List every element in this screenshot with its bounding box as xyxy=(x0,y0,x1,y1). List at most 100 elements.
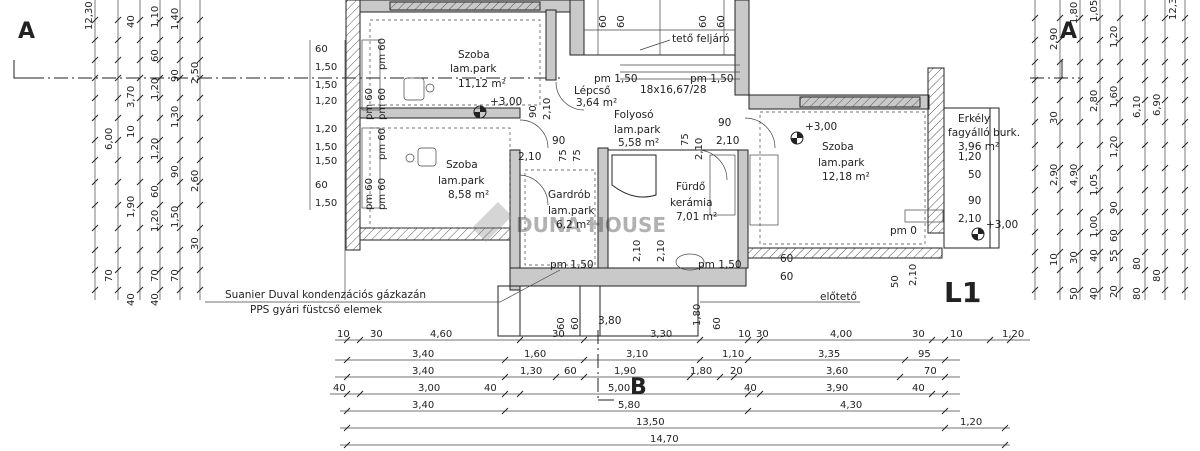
right-vdim-19: 40 xyxy=(1089,249,1100,262)
left-vdim-13: 10 xyxy=(126,125,137,138)
dimension-tick xyxy=(1161,164,1169,172)
left-vdim-20: 30 xyxy=(190,237,201,250)
dimension-tick xyxy=(1056,208,1064,216)
left-vdim-14: 1,30 xyxy=(170,106,181,128)
dimension-tick xyxy=(156,94,164,102)
right-vdim-1: 12,30 xyxy=(1168,0,1179,20)
dimension-tick xyxy=(1116,186,1124,194)
dimension-tick xyxy=(1161,266,1169,274)
dimension-tick xyxy=(1031,208,1039,216)
dimension-tick xyxy=(343,407,351,415)
dimension-tick xyxy=(1056,58,1064,66)
dimension-tick xyxy=(1031,14,1039,22)
room-corridor: Folyosó lam.park 5,58 m² xyxy=(614,109,661,149)
dimension-tick xyxy=(196,16,204,24)
right-vdim-3: 1,05 xyxy=(1089,0,1100,22)
dimension-tick xyxy=(1161,228,1169,236)
left-vdim-5: 2,60 xyxy=(190,170,201,192)
dimension-tick xyxy=(1031,248,1039,256)
room-name: Szoba xyxy=(458,49,490,61)
interior-dim: 2,10 xyxy=(716,135,739,147)
svg-text:4,00: 4,00 xyxy=(830,329,852,340)
interior-dim: 50 xyxy=(968,169,981,181)
dimension-tick xyxy=(196,178,204,186)
dimension-tick xyxy=(1116,266,1124,274)
right-vdim-17: 60 xyxy=(1109,229,1120,242)
dimension-tick xyxy=(1076,96,1084,104)
dimension-tick xyxy=(1076,14,1084,22)
dimension-tick xyxy=(176,74,184,82)
right-vdim-9: 6,10 xyxy=(1132,96,1143,118)
right-vdim-24: 80 xyxy=(1132,287,1143,300)
dimension-tick xyxy=(1116,96,1124,104)
svg-text:1,10: 1,10 xyxy=(722,349,744,360)
pm-label-11: pm 60 xyxy=(364,88,375,120)
dimension-tick xyxy=(114,114,122,122)
dimension-tick xyxy=(114,94,122,102)
dimension-tick xyxy=(516,390,524,398)
dimension-tick xyxy=(1181,248,1189,256)
interior-dim: 90 xyxy=(718,117,731,129)
interior-dim: 90 xyxy=(968,195,981,207)
dimension-tick xyxy=(196,224,204,232)
dimension-tick xyxy=(986,336,994,344)
dimension-tick xyxy=(1116,14,1124,22)
dimension-tick xyxy=(1031,58,1039,66)
dimension-tick xyxy=(1116,36,1124,44)
level-marker-icon xyxy=(971,227,985,241)
svg-text:1,80: 1,80 xyxy=(690,366,712,377)
dimension-tick xyxy=(1141,266,1149,274)
pm-label-9: pm 60 xyxy=(377,128,388,160)
dimension-tick xyxy=(1096,286,1104,294)
dimension-tick xyxy=(114,16,122,24)
dimension-tick xyxy=(941,407,949,415)
dimension-tick xyxy=(156,246,164,254)
bottom-dim-row-5: 3,40 5,80 4,30 xyxy=(412,400,862,411)
svg-text:10: 10 xyxy=(738,329,751,340)
dimension-tick xyxy=(91,224,99,232)
dimension-tick xyxy=(1076,248,1084,256)
dimension-tick xyxy=(1181,164,1189,172)
dimension-tick xyxy=(176,246,184,254)
right-vdim-27: 80 xyxy=(1132,257,1143,270)
dimension-tick xyxy=(1141,164,1149,172)
interior-dim: 60 xyxy=(570,317,581,330)
dimension-tick xyxy=(1056,14,1064,22)
room-bedroom-2: Szoba lam.park 8,58 m² xyxy=(438,159,489,201)
dimension-tick xyxy=(928,390,936,398)
dimension-tick xyxy=(176,56,184,64)
dimension-tick xyxy=(501,373,509,381)
dimension-tick xyxy=(343,424,351,432)
dimension-tick xyxy=(343,441,351,449)
interior-dim: 60 xyxy=(556,317,567,330)
dimension-tick xyxy=(196,286,204,294)
dimension-tick xyxy=(901,356,909,364)
annotations: tető feljáró 18x16,67/28 +3,00 +3,00 +3,… xyxy=(205,33,1018,316)
right-vdim-13: 4,90 xyxy=(1069,164,1080,186)
dimension-tick xyxy=(136,56,144,64)
interior-dim: 75 xyxy=(572,149,583,162)
interior-dim: 1,20 xyxy=(958,151,981,163)
dimension-tick xyxy=(716,373,724,381)
dimension-tick xyxy=(730,373,738,381)
dimension-tick xyxy=(196,201,204,209)
pm-label-12: pm 60 xyxy=(364,178,375,210)
dimension-tick xyxy=(1116,76,1124,84)
watermark: DUNA HOUSE xyxy=(472,202,666,242)
dimension-tick xyxy=(156,286,164,294)
left-vdim-11: 1,20 xyxy=(150,78,161,100)
bottom-dim-row-7: 14,70 xyxy=(650,434,679,445)
dimension-tick xyxy=(114,36,122,44)
dimension-tick xyxy=(136,178,144,186)
right-vdim-26: 40 xyxy=(1089,287,1100,300)
dimension-tick xyxy=(928,336,936,344)
dimension-tick xyxy=(1181,208,1189,216)
left-vdim-23: 70 xyxy=(170,269,181,282)
dimension-tick xyxy=(91,74,99,82)
interior-dim: 2,10 xyxy=(542,98,553,120)
dimension-tick xyxy=(1096,58,1104,66)
dimension-tick xyxy=(196,114,204,122)
svg-text:3,90: 3,90 xyxy=(826,383,848,394)
right-vdim-7: 1,60 xyxy=(1109,86,1120,108)
